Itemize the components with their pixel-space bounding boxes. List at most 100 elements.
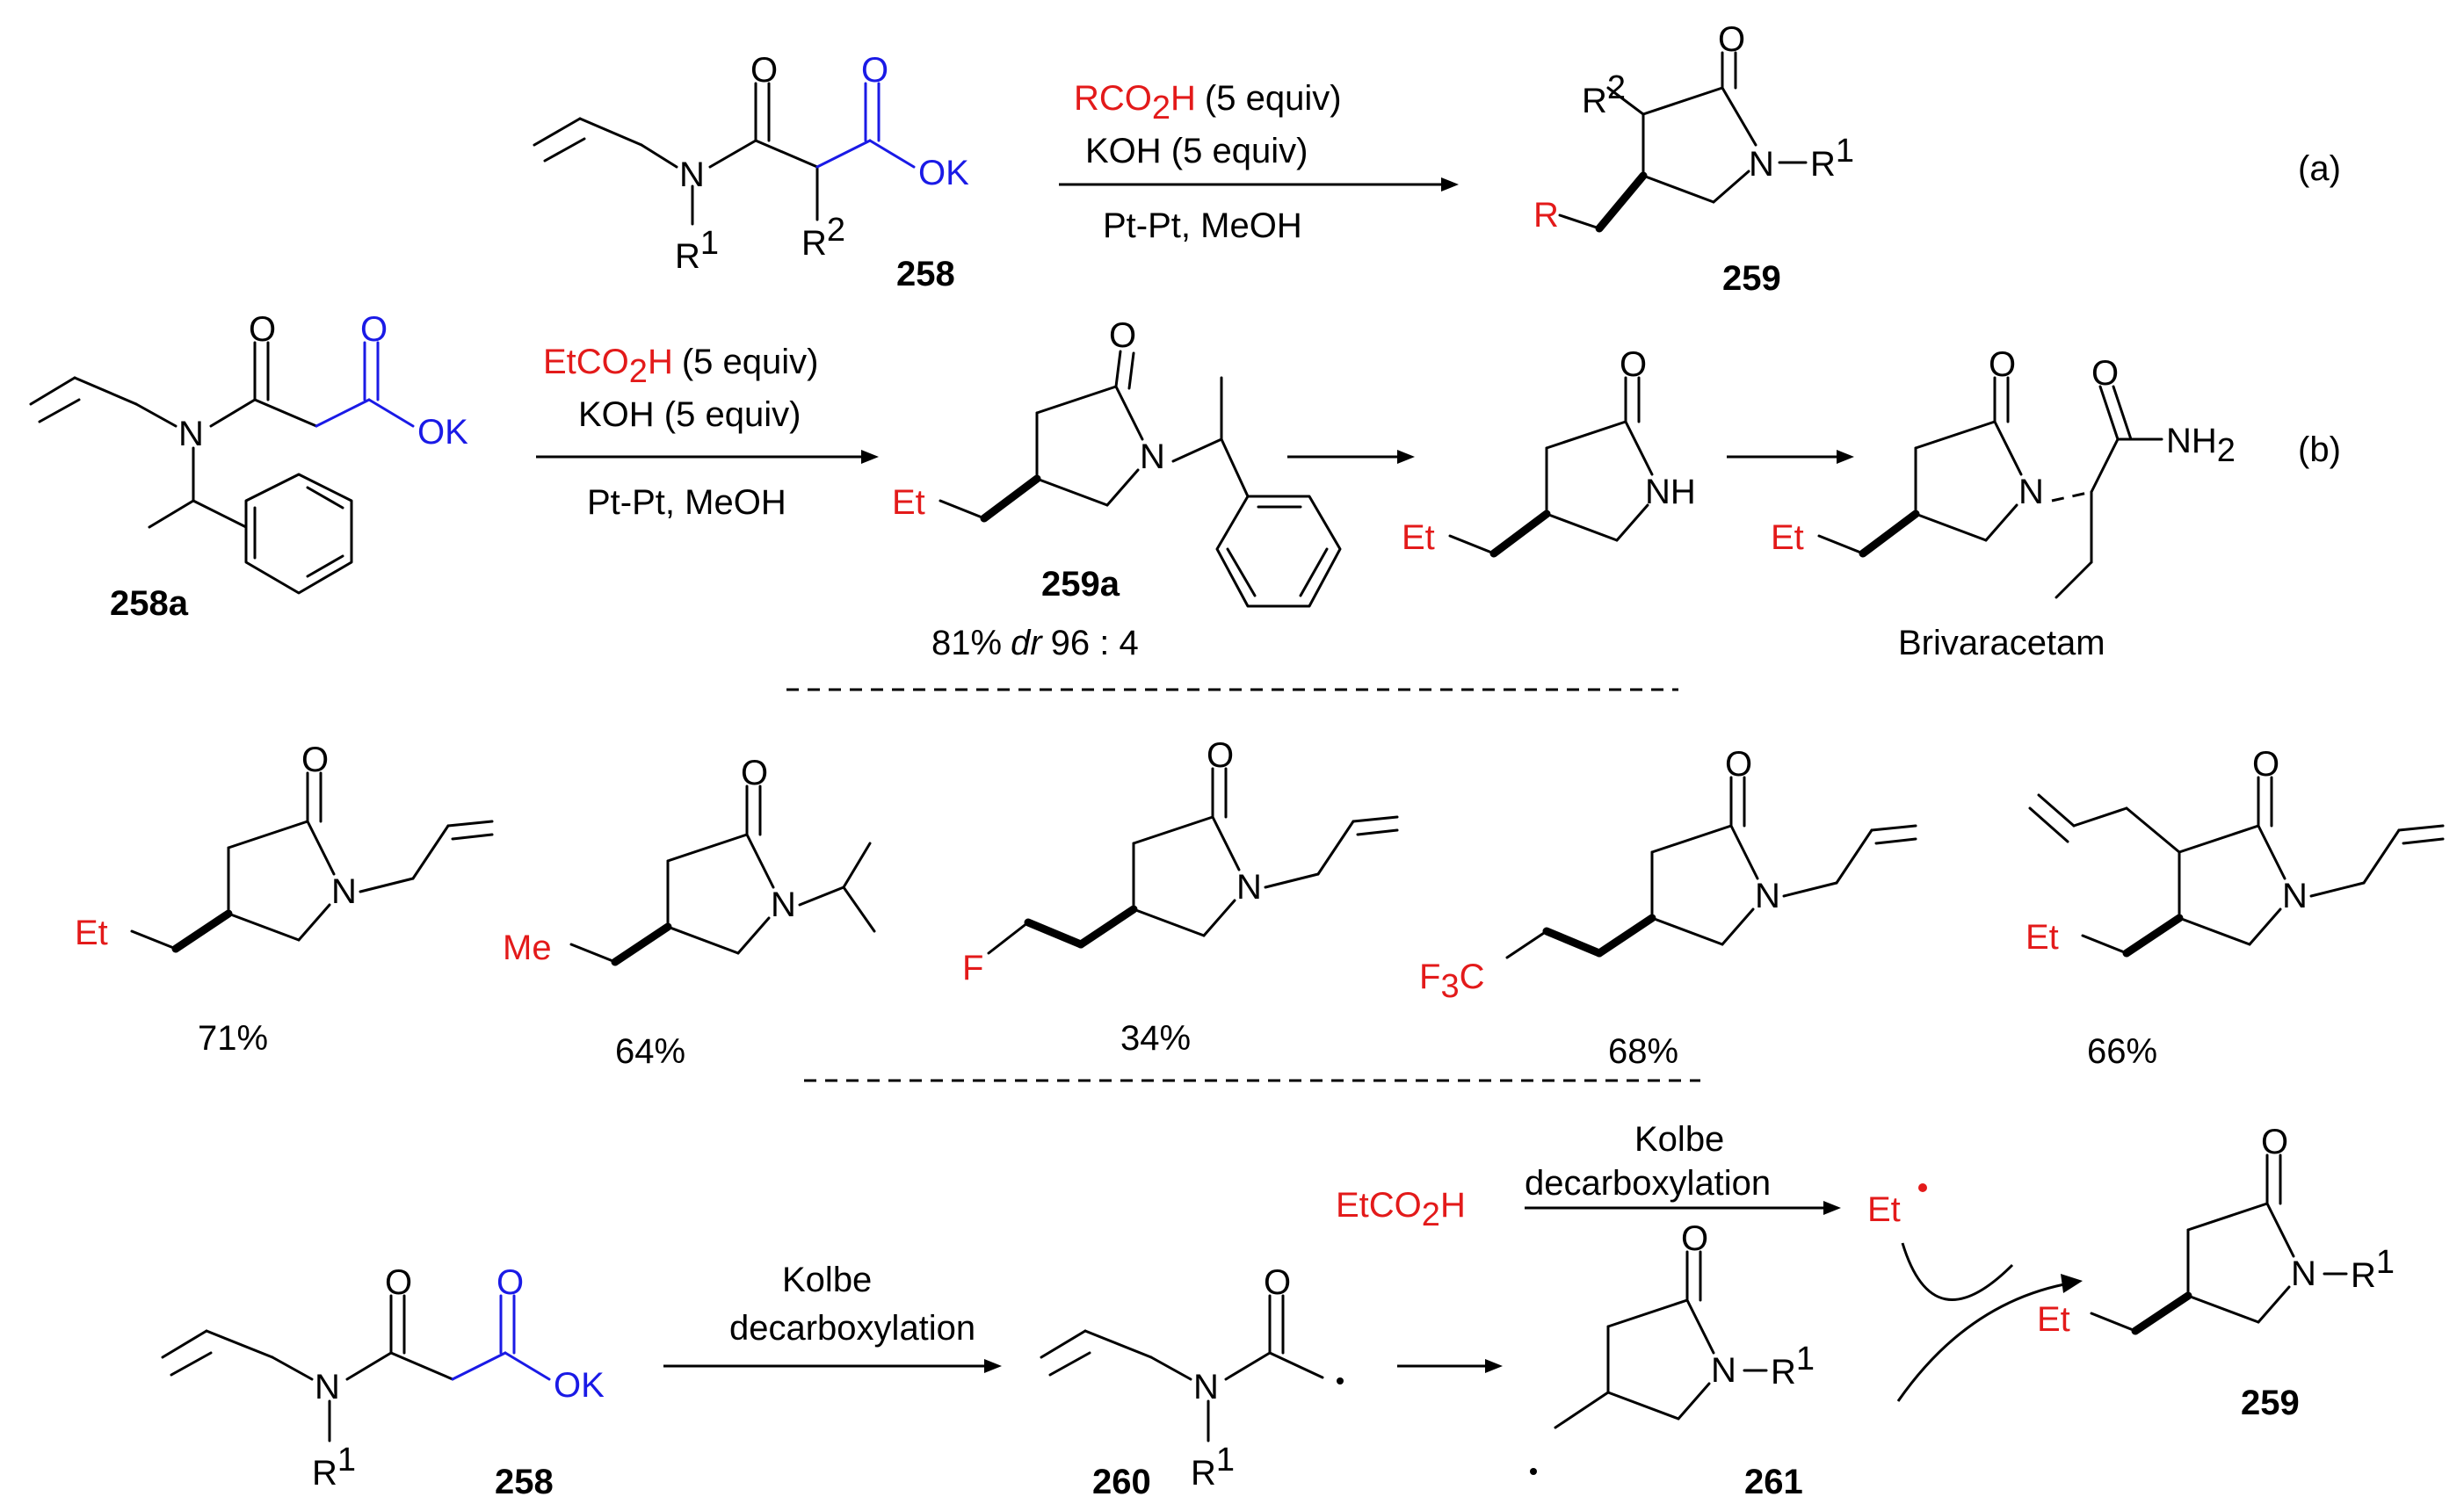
scope-yield-5: 66% bbox=[2087, 1032, 2157, 1071]
scope-item-4 bbox=[1505, 776, 1917, 959]
atom-o: O bbox=[1620, 345, 1647, 384]
scope-yield-2: 64% bbox=[615, 1032, 685, 1071]
atom-n: N bbox=[1236, 868, 1262, 907]
et-radical: Et bbox=[1867, 1190, 1901, 1229]
scope-group-5: Et bbox=[2026, 918, 2059, 957]
scope-group-4: F3C bbox=[1419, 958, 1484, 1005]
scope-item-3 bbox=[987, 767, 1399, 955]
atom-ok: OK bbox=[417, 413, 468, 452]
atom-o-carboxylate: O bbox=[496, 1263, 524, 1302]
panel-a: N O O OK R1 R2 258 RCO2H(5 equiv) KOH (5… bbox=[533, 20, 2341, 298]
radical-dot bbox=[1337, 1377, 1344, 1384]
arrowhead bbox=[1485, 1359, 1503, 1373]
mech-label-259: 259 bbox=[2241, 1384, 2300, 1422]
mech-261-structure bbox=[1554, 1250, 1768, 1429]
atom-n: N bbox=[1711, 1351, 1736, 1390]
r1-label: R1 bbox=[1771, 1341, 1815, 1392]
mech-acid: EtCO2H bbox=[1336, 1186, 1466, 1233]
atom-n: N bbox=[315, 1368, 340, 1406]
arrowhead bbox=[2061, 1274, 2083, 1293]
mech-label-260: 260 bbox=[1092, 1463, 1151, 1501]
brivaracetam-label: Brivaracetam bbox=[1898, 624, 2105, 662]
mech-label-261: 261 bbox=[1744, 1463, 1803, 1501]
scope-group-1: Et bbox=[75, 914, 108, 952]
atom-n: N bbox=[1140, 437, 1165, 476]
arrowhead bbox=[1823, 1201, 1841, 1215]
arrowhead bbox=[1397, 450, 1415, 464]
atom-o-carboxylate: O bbox=[861, 51, 888, 90]
atom-ok: OK bbox=[554, 1366, 605, 1405]
reagent-acid: RCO2H(5 equiv) bbox=[1074, 79, 1342, 127]
atom-nh2: NH2 bbox=[2166, 422, 2236, 469]
atom-n: N bbox=[771, 886, 796, 924]
et-group: Et bbox=[1771, 518, 1804, 557]
scope-item-5 bbox=[2028, 776, 2445, 958]
r1-label: R1 bbox=[1191, 1442, 1235, 1493]
compound-label-259: 259 bbox=[1722, 259, 1781, 298]
atom-o-carboxylate: O bbox=[360, 310, 388, 349]
conditions-b: Pt-Pt, MeOH bbox=[587, 483, 786, 522]
panel-b: N O O OK 258a EtCO2H(5 equiv) KOH (5 equ… bbox=[29, 310, 2341, 662]
panel-tag-a: (a) bbox=[2298, 149, 2341, 188]
atom-n: N bbox=[2291, 1254, 2316, 1293]
atom-n: N bbox=[178, 415, 204, 453]
conditions-a: Pt-Pt, MeOH bbox=[1103, 206, 1302, 245]
atom-n: N bbox=[1193, 1368, 1219, 1406]
arrowhead bbox=[984, 1359, 1002, 1373]
scope-item-2 bbox=[569, 784, 876, 966]
arrowhead bbox=[1837, 450, 1854, 464]
radical-dot bbox=[1530, 1468, 1537, 1475]
atom-n: N bbox=[331, 872, 357, 911]
atom-o: O bbox=[301, 741, 329, 779]
scope-yield-4: 68% bbox=[1608, 1032, 1678, 1071]
atom-o: O bbox=[1725, 745, 1752, 784]
mech-label-258: 258 bbox=[495, 1463, 554, 1501]
step2-line2: decarboxylation bbox=[1525, 1164, 1771, 1203]
atom-o: O bbox=[1207, 736, 1234, 775]
atom-o: O bbox=[1264, 1263, 1291, 1302]
atom-o: O bbox=[1718, 20, 1745, 59]
r1-label: R1 bbox=[675, 225, 719, 276]
atom-o: O bbox=[1109, 316, 1136, 355]
atom-n: N bbox=[1749, 145, 1774, 184]
atom-n: N bbox=[2282, 877, 2308, 915]
et-group: Et bbox=[2037, 1300, 2070, 1339]
scope-group-3: F bbox=[962, 949, 983, 987]
curved-arrow bbox=[1901, 1242, 2014, 1301]
atom-o: O bbox=[2091, 354, 2119, 393]
step1-line2: decarboxylation bbox=[729, 1309, 975, 1348]
curved-arrow-2 bbox=[1896, 1281, 2075, 1402]
scope-group-2: Me bbox=[503, 929, 552, 967]
et-group: Et bbox=[1402, 518, 1435, 557]
mech-259-structure bbox=[2090, 1153, 2348, 1335]
atom-o: O bbox=[741, 754, 768, 792]
nh-lactam-structure bbox=[1489, 376, 1654, 558]
step1-line1: Kolbe bbox=[782, 1261, 872, 1299]
panel-tag-b: (b) bbox=[2298, 430, 2341, 469]
scope-yield-3: 34% bbox=[1120, 1019, 1191, 1058]
r1-label: R1 bbox=[2351, 1244, 2395, 1295]
mech-258-structure bbox=[161, 1294, 551, 1442]
r1-label: R1 bbox=[1810, 133, 1854, 184]
arrowhead bbox=[861, 450, 879, 464]
substrate-scope: O N Et 71% O N Me 64% bbox=[75, 736, 2445, 1071]
radical-dot bbox=[1918, 1183, 1927, 1192]
reagent-base: KOH (5 equiv) bbox=[578, 395, 801, 434]
atom-n: N bbox=[2018, 473, 2044, 511]
compound-label-259a: 259a bbox=[1041, 565, 1120, 604]
product-259-structure bbox=[1595, 51, 1808, 233]
atom-o: O bbox=[2252, 745, 2279, 784]
reagent-acid: EtCO2H(5 equiv) bbox=[543, 343, 818, 390]
arrowhead bbox=[1441, 177, 1459, 192]
atom-n: N bbox=[679, 155, 705, 194]
atom-o: O bbox=[2261, 1123, 2288, 1161]
atom-o: O bbox=[1681, 1219, 1708, 1258]
mech-260-structure bbox=[1040, 1294, 1324, 1442]
atom-n: N bbox=[1755, 877, 1780, 915]
atom-o: O bbox=[249, 310, 276, 349]
scope-yield-1: 71% bbox=[198, 1019, 268, 1058]
brivaracetam-structure bbox=[1859, 376, 2163, 599]
atom-o: O bbox=[385, 1263, 412, 1302]
